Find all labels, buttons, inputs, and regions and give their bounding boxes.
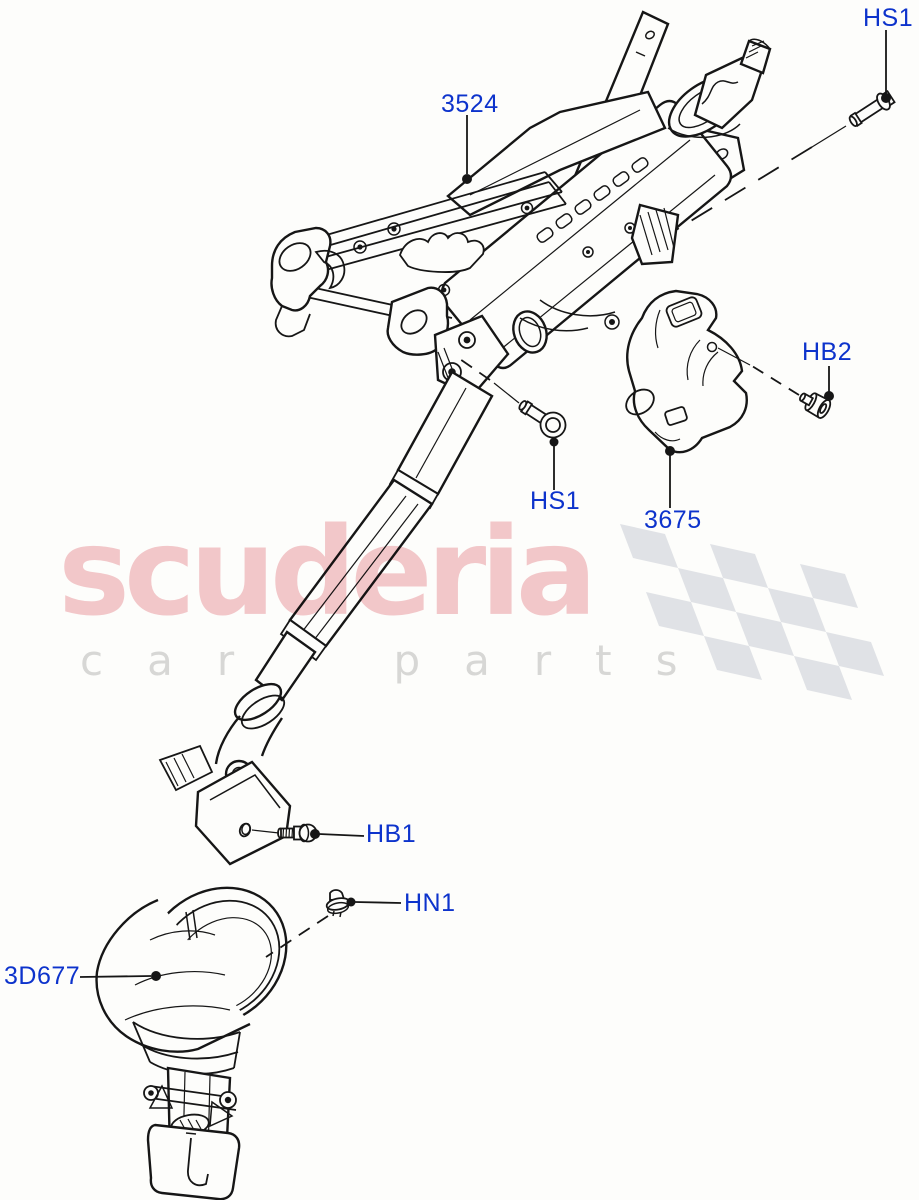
part-label-hn1: HN1 [404, 889, 456, 917]
bolt-hs1-mid [456, 356, 567, 439]
checkered-flag-watermark [620, 524, 884, 700]
mounting-bracket-3675 [625, 289, 748, 454]
part-label-hs1-top: HS1 [863, 4, 914, 32]
leader-lines [79, 30, 891, 981]
intermediate-shaft [254, 370, 494, 702]
part-label-3d677: 3D677 [4, 962, 81, 990]
nut-hn1 [265, 889, 351, 958]
bolt-hb2 [717, 347, 832, 419]
part-label-hb1: HB1 [366, 820, 417, 848]
lower-boot-seal [95, 886, 288, 1200]
part-label-3524: 3524 [441, 90, 499, 118]
steering-column-assembly [270, 10, 772, 398]
universal-joint [158, 682, 292, 866]
part-label-hs1-mid: HS1 [530, 487, 581, 515]
part-label-3675: 3675 [644, 506, 702, 534]
part-label-hb2: HB2 [802, 338, 853, 366]
